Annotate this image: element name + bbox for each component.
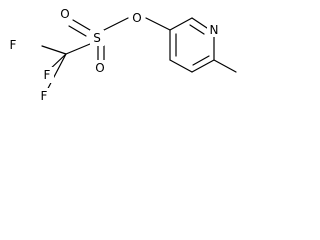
atom-labels: N O S O O F F F	[6, 6, 221, 104]
atom-f2: F	[40, 67, 54, 83]
atom-f3-bg	[37, 88, 51, 104]
atom-f3-label: F	[41, 89, 48, 103]
atom-n1: N	[207, 23, 221, 37]
atom-s-label: S	[93, 31, 101, 45]
bond-c4-c3	[169, 59, 193, 73]
bond-s-c	[65, 43, 91, 55]
bond-c-f1	[41, 45, 67, 55]
bond-s-o-top-2	[68, 25, 87, 37]
atom-f1: F	[6, 37, 20, 53]
atom-n1-bg	[207, 23, 221, 37]
bond-c3-c2	[191, 59, 215, 73]
atom-n1-label: N	[210, 23, 219, 37]
atom-o-ester-label: O	[132, 11, 141, 25]
bond-n1-c6-inner	[189, 24, 205, 35]
atom-o-bottom: O	[93, 60, 107, 76]
atom-f1-bg	[6, 37, 20, 53]
atom-o-bottom-bg	[93, 60, 107, 76]
atom-o-top: O	[58, 6, 72, 22]
atom-f2-bg	[40, 67, 54, 83]
atom-f2-label: F	[44, 68, 51, 82]
atom-f1-label: F	[10, 38, 17, 52]
bond-s-o-top-1	[72, 19, 91, 31]
atom-o-bottom-label: O	[95, 61, 104, 75]
bond-c5-o	[145, 17, 171, 31]
bond-o-s	[103, 17, 129, 31]
atom-s: S	[90, 30, 104, 46]
bond-c6-c5	[169, 17, 193, 31]
atom-o-ester: O	[130, 10, 144, 26]
atom-s-bg	[90, 30, 104, 46]
atom-o-ester-bg	[130, 10, 144, 26]
bonds	[41, 17, 237, 97]
structure-diagram: N O S O O F F F	[6, 6, 237, 104]
bond-c2-methyl	[213, 59, 237, 73]
atom-f3: F	[37, 88, 51, 104]
atom-o-top-bg	[58, 6, 72, 22]
atom-o-top-label: O	[60, 7, 69, 21]
bond-c3-c2-inner	[192, 55, 210, 66]
